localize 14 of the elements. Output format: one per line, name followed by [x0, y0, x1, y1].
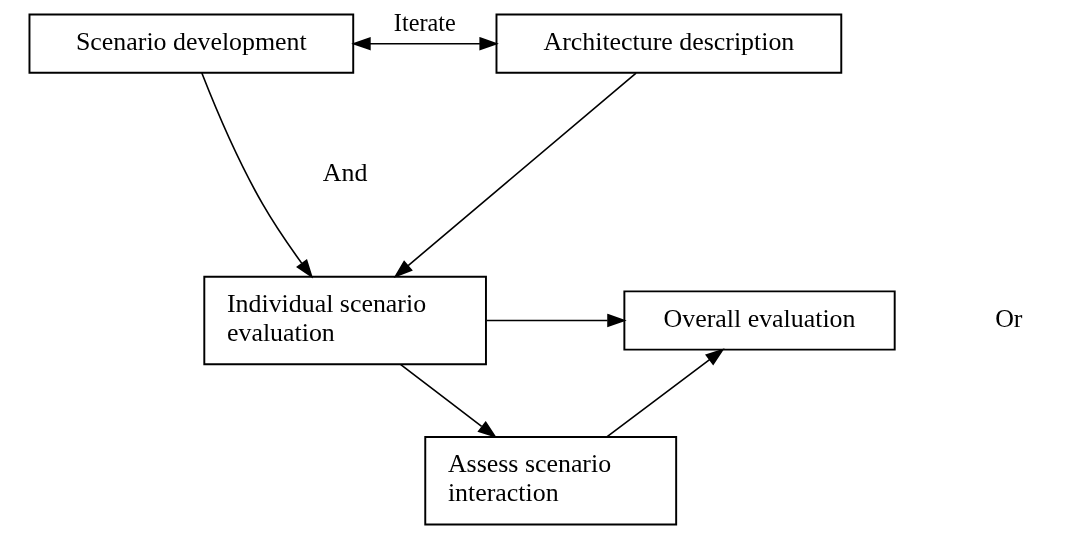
arrow: [200, 72, 313, 279]
arrow: [399, 363, 497, 439]
label: Or: [994, 303, 1022, 333]
node-box: Assess scenario interaction: [423, 436, 677, 526]
arrow: [350, 36, 499, 51]
arrow: [393, 72, 637, 278]
node-box: Overall evaluation: [622, 290, 896, 351]
label: And: [322, 157, 367, 187]
node-box: Architecture description: [495, 13, 842, 74]
arrow: [605, 348, 725, 438]
node-box: Scenario development: [28, 13, 354, 74]
node-box: Individual scenario evaluation: [202, 275, 487, 366]
edge-label: Iterate: [393, 8, 456, 36]
arrow: [485, 313, 627, 328]
